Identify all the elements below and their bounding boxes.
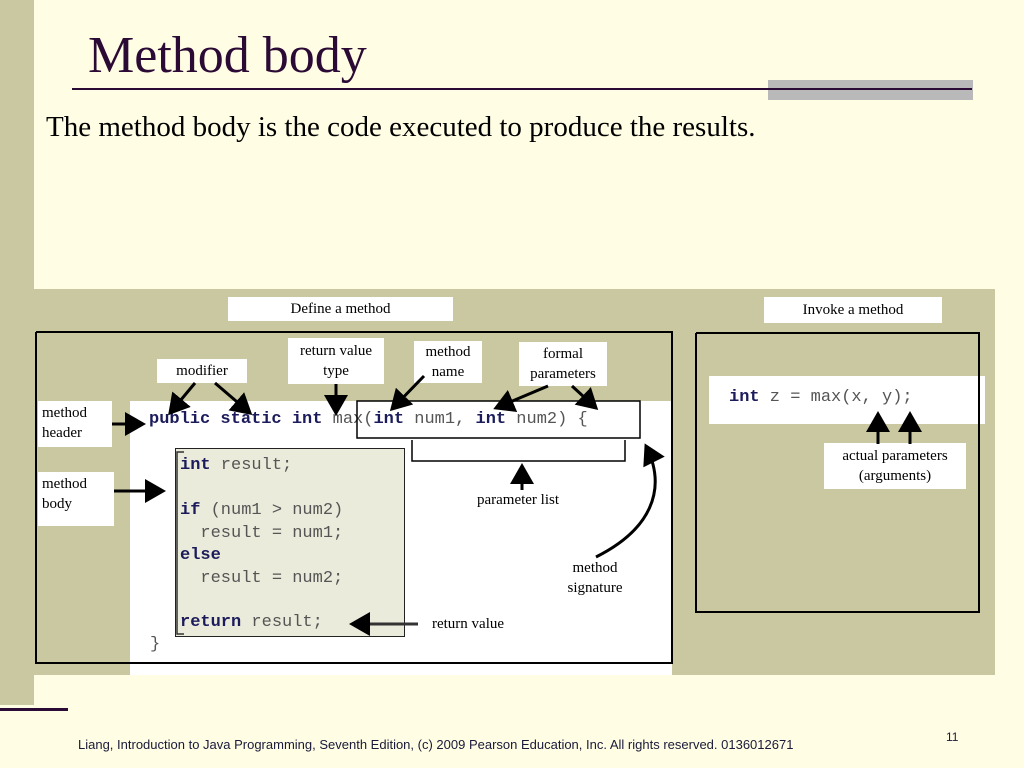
keyword-if: if: [180, 501, 201, 520]
method-signature-line2: signature: [567, 580, 623, 596]
body-line-6: return result;: [180, 613, 323, 632]
page-number: 11: [946, 730, 959, 744]
parameter-list-bracket: [411, 440, 626, 462]
param1-code: num1,: [404, 410, 476, 429]
keyword-int-param1: int: [373, 410, 405, 429]
method-header-label: method header: [38, 401, 112, 447]
keyword-public: public: [149, 410, 211, 429]
body-line-2: if (num1 > num2): [180, 501, 343, 520]
define-method-outline: [35, 331, 673, 664]
return-value-label: return value: [431, 616, 505, 632]
slide-subtitle: The method body is the code executed to …: [46, 111, 756, 143]
method-signature-line1: method: [572, 560, 618, 576]
invoke-method-label: Invoke a method: [764, 297, 942, 323]
keyword-int-return: int: [291, 410, 323, 429]
method-name-line1: method: [425, 344, 471, 360]
body-line-1: int result;: [180, 456, 292, 475]
method-name-arrow: [389, 374, 426, 412]
body-line-6-rest: result;: [241, 613, 323, 632]
param2-code: num2): [506, 410, 568, 429]
title-underline: [72, 88, 972, 90]
body-line-4: else: [180, 546, 221, 565]
method-signature-label: method signature: [556, 558, 634, 598]
return-value-type-line1: return value: [299, 343, 373, 359]
left-accent-bar: [0, 0, 34, 705]
keyword-int: int: [180, 456, 211, 475]
method-name-label: method name: [414, 341, 482, 383]
actual-parameters-line1: actual parameters: [842, 448, 948, 464]
actual-parameters-label: actual parameters (arguments): [824, 443, 966, 489]
formal-params-arrow-1: [493, 384, 549, 413]
formal-parameters-line1: formal: [543, 346, 583, 362]
close-brace: }: [150, 635, 161, 654]
modifier-label: modifier: [157, 359, 247, 383]
modifier-arrow-public: [168, 382, 197, 416]
body-brace: [176, 451, 184, 635]
keyword-else: else: [180, 546, 221, 565]
formal-params-arrow-2: [570, 384, 599, 411]
keyword-int-invoke: int: [729, 388, 760, 407]
parameter-list-label: parameter list: [476, 492, 560, 508]
body-line-1-rest: result;: [210, 456, 293, 475]
footer-citation: Liang, Introduction to Java Programming,…: [78, 737, 794, 752]
method-body-label: method body: [38, 472, 114, 526]
define-method-label: Define a method: [228, 297, 453, 321]
invoke-code-area: [709, 376, 985, 424]
formal-parameters-label: formal parameters: [519, 342, 607, 386]
method-body-box: [175, 448, 405, 637]
method-body-line1: method: [42, 476, 87, 492]
actual-parameters-line2: (arguments): [858, 468, 932, 484]
modifier-arrow-static: [214, 381, 253, 415]
method-header-line2: header: [42, 425, 82, 441]
signature-arrow: [595, 443, 665, 559]
keyword-int-param2: int: [475, 410, 507, 429]
formal-parameters-line2: parameters: [530, 366, 596, 382]
method-name-line2: name: [431, 364, 465, 380]
body-line-5: result = num2;: [180, 569, 344, 588]
invoke-code-rest: z = max(x, y);: [759, 388, 913, 407]
body-line-2-rest: (num1 > num2): [200, 501, 344, 520]
invoke-method-outline: [695, 332, 980, 613]
invoke-code: int z = max(x, y);: [729, 388, 913, 407]
method-header-line1: method: [42, 405, 87, 421]
open-brace: {: [567, 410, 588, 429]
return-value-type-label: return value type: [288, 338, 384, 384]
footer-accent-line: [0, 708, 68, 711]
slide-title: Method body: [88, 27, 367, 84]
title-accent-block: [768, 80, 973, 100]
body-line-3: result = num1;: [180, 524, 344, 543]
return-value-type-line2: type: [323, 363, 349, 379]
keyword-return: return: [180, 613, 242, 632]
method-body-line2: body: [42, 496, 72, 512]
